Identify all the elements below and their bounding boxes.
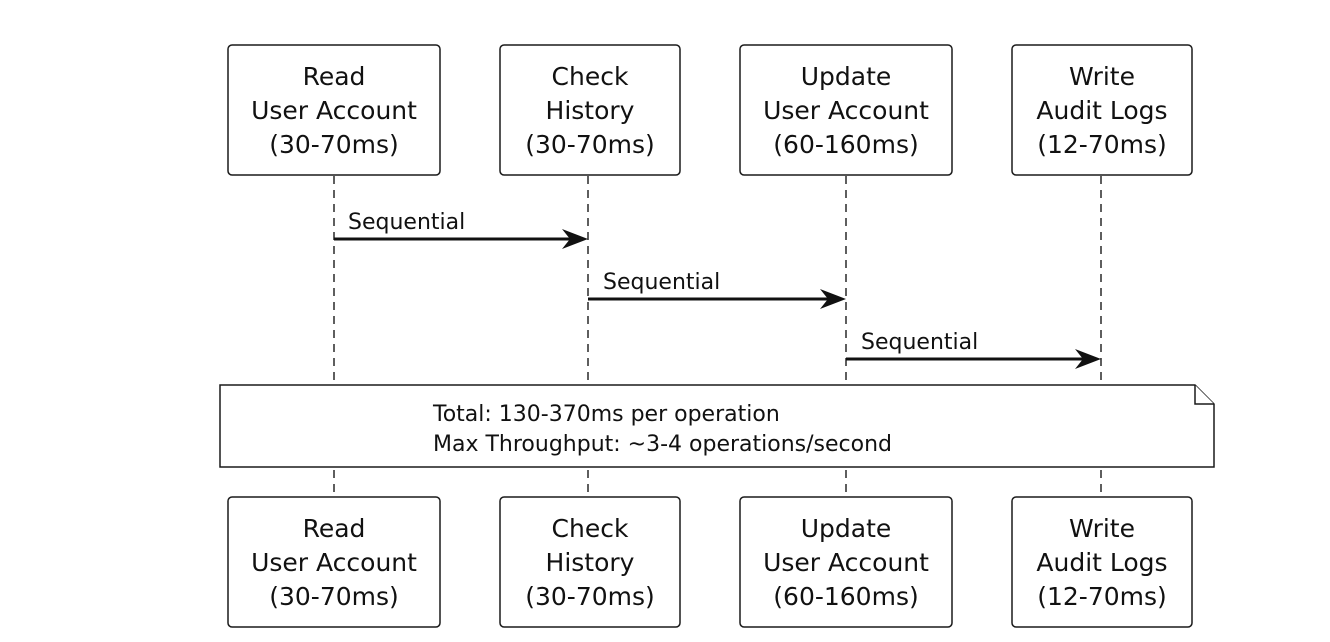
note-line-throughput: Max Throughput: ~3-4 operations/second: [433, 432, 892, 457]
participant-line-2: User Account: [763, 96, 929, 125]
participant-line-2: User Account: [763, 548, 929, 577]
participant-box: [499, 44, 681, 176]
message-sequential-1: Sequential: [334, 210, 588, 249]
participant-line-2: History: [546, 548, 635, 577]
participant-line-2: User Account: [251, 548, 417, 577]
note-box: [219, 384, 1215, 468]
note: Total: 130-370ms per operation Max Throu…: [219, 384, 1215, 468]
note-fold-corner: [1194, 385, 1214, 405]
participant-line-3: (30-70ms): [525, 130, 655, 159]
participant-line-1: Check: [552, 62, 629, 91]
participant-line-3: (60-160ms): [773, 582, 918, 611]
arrowhead-icon: [820, 289, 846, 309]
arrowhead-icon: [562, 229, 588, 249]
participant-line-1: Read: [303, 514, 366, 543]
participant-bottom-update-user-account: Update User Account (60-160ms): [739, 496, 953, 628]
participant-top-check-history: Check History (30-70ms): [499, 44, 681, 176]
participant-top-update-user-account: Update User Account (60-160ms): [739, 44, 953, 176]
note-line-total: Total: 130-370ms per operation: [432, 402, 780, 427]
participant-box: [739, 44, 953, 176]
participant-line-2: Audit Logs: [1036, 548, 1167, 577]
participant-line-1: Read: [303, 62, 366, 91]
participant-box: [1011, 496, 1193, 628]
participant-line-2: Audit Logs: [1036, 96, 1167, 125]
participant-bottom-read-user-account: Read User Account (30-70ms): [227, 496, 441, 628]
participant-box: [227, 44, 441, 176]
participant-box: [499, 496, 681, 628]
participant-line-1: Update: [801, 514, 892, 543]
message-label: Sequential: [603, 270, 720, 295]
participant-bottom-check-history: Check History (30-70ms): [499, 496, 681, 628]
participant-line-3: (60-160ms): [773, 130, 918, 159]
participant-line-3: (30-70ms): [525, 582, 655, 611]
participant-box: [739, 496, 953, 628]
participant-line-1: Check: [552, 514, 629, 543]
participant-line-1: Write: [1069, 514, 1135, 543]
participant-box: [1011, 44, 1193, 176]
participant-top-read-user-account: Read User Account (30-70ms): [227, 44, 441, 176]
message-label: Sequential: [348, 210, 465, 235]
participant-line-2: User Account: [251, 96, 417, 125]
message-label: Sequential: [861, 330, 978, 355]
participant-top-write-audit-logs: Write Audit Logs (12-70ms): [1011, 44, 1193, 176]
message-sequential-3: Sequential: [846, 330, 1101, 369]
participant-line-3: (12-70ms): [1037, 130, 1167, 159]
participant-line-3: (30-70ms): [269, 582, 399, 611]
participant-bottom-write-audit-logs: Write Audit Logs (12-70ms): [1011, 496, 1193, 628]
participant-line-1: Write: [1069, 62, 1135, 91]
participant-line-3: (12-70ms): [1037, 582, 1167, 611]
participant-box: [227, 496, 441, 628]
message-sequential-2: Sequential: [588, 270, 846, 309]
arrowhead-icon: [1075, 349, 1101, 369]
participant-line-2: History: [546, 96, 635, 125]
participant-line-1: Update: [801, 62, 892, 91]
participant-line-3: (30-70ms): [269, 130, 399, 159]
